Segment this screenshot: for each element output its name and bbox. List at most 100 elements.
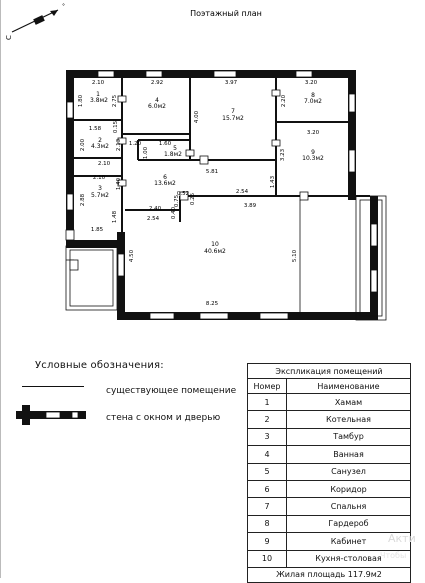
room-number-7: 7 (231, 108, 235, 115)
plan-title: Поэтажный план (190, 9, 262, 18)
row-name: Котельная (286, 410, 411, 429)
row-number: 7 (247, 497, 287, 516)
room-area-6: 13.6м2 (154, 180, 176, 187)
doors (117, 89, 309, 201)
dim-292: 2.92 (151, 80, 163, 86)
dim-025: 0.25 (190, 192, 196, 205)
dim-581: 5.81 (206, 169, 218, 175)
col-number-header: Номер (247, 378, 287, 394)
row-number: 6 (247, 479, 287, 499)
room-number-9: 9 (311, 149, 315, 156)
row-number: 2 (247, 410, 287, 429)
dim-450: 4.50 (129, 249, 135, 262)
room-number-8: 8 (311, 92, 315, 99)
legend-existing-label: существующее помещение (106, 386, 237, 396)
row-number: 1 (247, 392, 287, 412)
watermark-text: Акти (388, 532, 416, 545)
legend-existing-line (22, 386, 84, 387)
dim-254a: 2.54 (236, 189, 249, 195)
dim-213: 2.13 (116, 138, 122, 151)
dim-143: 1.43 (270, 175, 276, 188)
room-area-5: 1.8м2 (164, 151, 182, 158)
porch-steps (65, 229, 79, 271)
dim-075: 0.75 (174, 194, 180, 207)
dim-100: 1.00 (143, 146, 149, 159)
room-labels: 1 3.8м2 2 4.3м2 3 5.7м2 4 6.0м2 5 1.8м2 … (90, 91, 324, 255)
dim-210a: 2.10 (92, 80, 105, 86)
dim-052: 0.52 (177, 191, 189, 197)
room-number-1: 1 (96, 91, 100, 98)
room-area-10: 40.6м2 (204, 248, 226, 255)
dim-210b: 2.10 (98, 161, 111, 167)
row-number: 4 (247, 445, 287, 464)
dim-288: 2.88 (80, 193, 86, 206)
dim-015: 0.15 (113, 120, 119, 133)
room-area-7: 15.7м2 (222, 115, 244, 122)
row-name: Хамам (286, 392, 411, 412)
row-name: Ванная (286, 445, 411, 464)
row-number: 8 (247, 514, 287, 534)
legend-wall-label: стена с окном и дверью (106, 413, 221, 423)
dim-140: 1.40 (116, 177, 122, 190)
row-number: 9 (247, 532, 287, 551)
dim-160: 1.60 (159, 141, 172, 147)
dim-200: 2.00 (80, 138, 86, 151)
col-name-header: Наименование (286, 378, 411, 394)
dim-240: 2.40 (149, 206, 162, 212)
row-name: Спальня (286, 497, 411, 516)
dim-158: 1.58 (89, 126, 102, 132)
dim-254b: 2.54 (147, 216, 160, 222)
row-name: Гардероб (286, 514, 411, 534)
compass-arrow: С ° (5, 3, 65, 40)
dim-320b: 3.20 (307, 130, 320, 136)
dim-220: 2.20 (281, 94, 287, 107)
dim-120: 1.20 (129, 141, 142, 147)
dim-397: 3.97 (225, 80, 238, 86)
dim-510: 5.10 (292, 249, 298, 262)
dim-210c: 2.10 (93, 175, 106, 181)
room-area-3: 5.7м2 (91, 192, 109, 199)
explication-table: Экспликация помещений Номер Наименование… (247, 363, 411, 583)
dim-180: 1.80 (78, 94, 84, 107)
room-number-6: 6 (163, 174, 167, 181)
row-name: Санузел (286, 462, 411, 481)
room-number-5: 5 (173, 145, 177, 152)
room-area-1: 3.8м2 (90, 97, 108, 104)
room-number-2: 2 (98, 137, 102, 144)
room-number-10: 10 (211, 241, 219, 248)
dim-400: 4.00 (194, 110, 200, 123)
dim-040: 0.40 (171, 206, 177, 219)
dim-825: 8.25 (206, 301, 219, 307)
dim-185: 1.85 (91, 227, 104, 233)
row-number: 5 (247, 462, 287, 481)
total-area: Жилая площадь 117.9м2 (247, 566, 411, 583)
compass-label: С (5, 35, 13, 40)
explication-title: Экспликация помещений (247, 363, 411, 379)
compass-tick: ° (62, 3, 65, 10)
row-name: Коридор (286, 479, 411, 499)
room-area-2: 4.3м2 (91, 143, 109, 150)
room-area-8: 7.0м2 (304, 98, 322, 105)
legend-title: Условные обозначения: (35, 360, 164, 371)
row-name: Кухня-столовая (286, 549, 411, 568)
dim-275: 2.75 (112, 94, 118, 107)
terrace-outline (65, 195, 387, 321)
room-area-4: 6.0м2 (148, 103, 166, 110)
legend-wall-symbol (16, 405, 86, 425)
dimension-labels: 2.10 1.80 2.75 2.92 3.97 3.20 2.20 4.00 … (78, 80, 320, 307)
room-number-4: 4 (155, 97, 159, 104)
floor-plan: Поэтажный план С ° (5, 3, 387, 321)
room-area-9: 10.3м2 (302, 155, 324, 162)
windows (66, 70, 378, 320)
row-number: 3 (247, 427, 287, 447)
